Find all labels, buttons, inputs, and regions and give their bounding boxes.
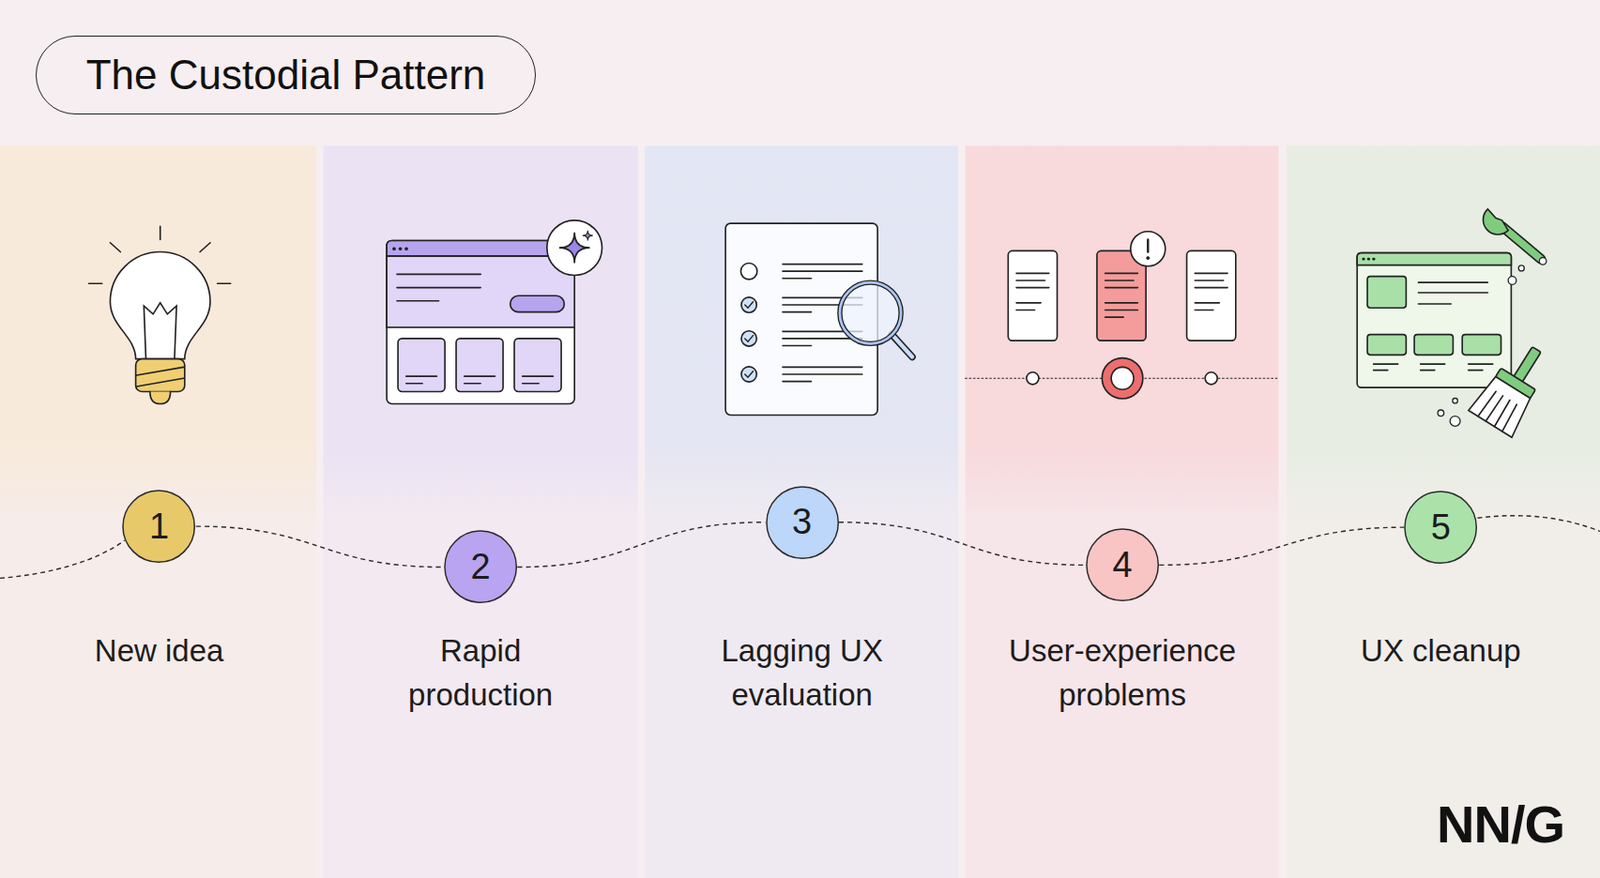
dashed-connector xyxy=(517,522,765,568)
checkbox-empty xyxy=(740,262,757,279)
content-block xyxy=(1462,335,1501,356)
step-circle-shape xyxy=(766,487,839,559)
screen-card-problem xyxy=(1097,250,1146,341)
base-threads xyxy=(137,366,184,387)
step-circle-shape xyxy=(1404,491,1477,564)
window-frame xyxy=(386,241,575,405)
sparkle-badge xyxy=(547,220,603,276)
window-dots xyxy=(1363,258,1374,261)
title-pill: The Custodial Pattern xyxy=(35,35,536,115)
bulb-cap xyxy=(150,391,171,404)
step-circle: 2Rapid production xyxy=(443,530,518,604)
checkbox-done xyxy=(741,297,757,313)
stage-column xyxy=(0,145,317,878)
step-circle-shape xyxy=(122,490,195,563)
wrench-hole xyxy=(1539,257,1547,265)
alert-dot xyxy=(1146,257,1150,260)
window-button xyxy=(510,295,565,312)
step-label: UX cleanup xyxy=(1318,628,1563,673)
step-label: Rapid production xyxy=(386,628,575,717)
bulb-glass xyxy=(109,252,211,360)
broom-head xyxy=(1468,374,1535,439)
broom xyxy=(1468,335,1559,438)
magnifier-rim xyxy=(839,282,901,344)
brand-logo: NN/G xyxy=(1436,798,1565,852)
dashed-connector xyxy=(196,526,444,567)
stage-column xyxy=(644,145,959,878)
dust-bubble xyxy=(1452,398,1458,404)
checkbox-done xyxy=(741,331,757,347)
step-circle-shape xyxy=(444,531,517,603)
step-number: 5 xyxy=(1403,490,1478,564)
stage-column xyxy=(965,145,1280,878)
step-circle: 1New idea xyxy=(121,489,196,564)
window-header xyxy=(1356,253,1511,266)
magnifier-handle xyxy=(891,335,913,358)
step-number: 1 xyxy=(121,489,196,564)
timeline-marker xyxy=(1204,372,1218,385)
card-lines xyxy=(406,376,554,384)
dust-bubble xyxy=(1518,265,1524,272)
stage-column xyxy=(1286,145,1600,878)
content-block xyxy=(1367,276,1406,309)
problem-icon xyxy=(965,231,1280,399)
step-label: User-experience problems xyxy=(995,628,1250,717)
timeline-marker-core xyxy=(1111,366,1134,390)
checklist-icon xyxy=(725,223,913,415)
dust-bubble xyxy=(1449,416,1461,427)
dashed-connector xyxy=(1158,527,1404,565)
window-hero xyxy=(386,256,575,328)
cleanup-icon xyxy=(1356,209,1558,438)
magnifier-rim xyxy=(839,282,901,344)
lightbulb-icon xyxy=(89,226,231,404)
screen-card xyxy=(1187,250,1236,341)
screen-card xyxy=(1007,250,1057,341)
alert-mark xyxy=(1146,239,1149,252)
diagram-title: The Custodial Pattern xyxy=(86,51,487,99)
bulb-filament xyxy=(143,303,177,360)
step-circle: 3Lagging UX evaluation xyxy=(765,486,839,560)
check-marks xyxy=(745,302,754,378)
sparkle-star xyxy=(559,232,591,264)
stage-column xyxy=(323,145,639,878)
step-number: 3 xyxy=(765,486,839,560)
broom-bristles xyxy=(1478,390,1519,432)
step-number: 2 xyxy=(443,530,518,604)
timeline-marker-problem xyxy=(1101,358,1143,399)
step-circle: 4User-experience problems xyxy=(1085,528,1159,602)
sparkle-star xyxy=(582,230,594,242)
dust-bubble xyxy=(1437,410,1445,417)
step-circle: 5UX cleanup xyxy=(1403,490,1478,564)
text-lines xyxy=(1373,364,1494,371)
browser-icon xyxy=(386,220,602,405)
dust-bubble xyxy=(1508,276,1517,286)
window-frame xyxy=(1356,253,1511,388)
dashed-connector xyxy=(838,522,1086,566)
text-lines xyxy=(396,274,481,301)
alert-badge xyxy=(1130,231,1166,267)
content-block xyxy=(1414,335,1453,356)
wrench-head xyxy=(1482,209,1509,235)
path-extension xyxy=(0,540,125,579)
path-extension xyxy=(1478,516,1600,533)
step-label: Lagging UX evaluation xyxy=(694,628,911,717)
step-circle-shape xyxy=(1086,529,1159,601)
magnifier-handle xyxy=(891,335,913,358)
checkbox-done xyxy=(741,366,757,382)
window-dots xyxy=(394,247,408,251)
bulb-base xyxy=(136,359,185,393)
text-lines xyxy=(1016,273,1228,318)
text-lines xyxy=(1417,282,1488,305)
step-number: 4 xyxy=(1085,528,1159,602)
content-block xyxy=(1367,335,1406,356)
step-label: New idea xyxy=(37,628,282,673)
timeline-marker xyxy=(1026,372,1039,385)
